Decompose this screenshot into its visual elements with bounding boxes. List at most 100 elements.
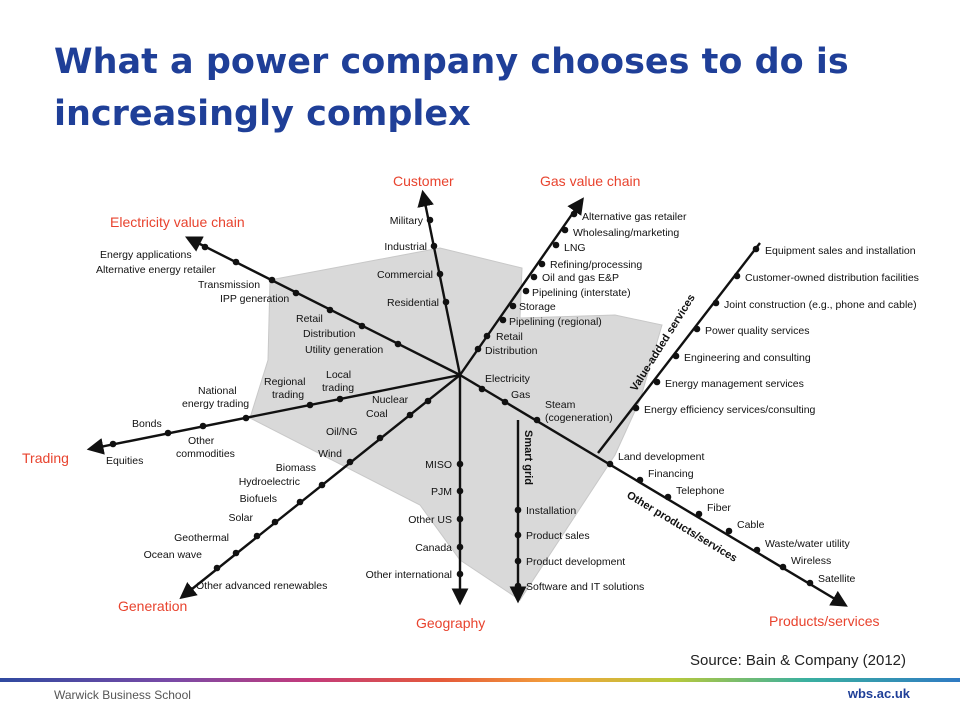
dot xyxy=(499,316,507,324)
dot xyxy=(653,378,661,386)
dot xyxy=(394,340,402,348)
dot xyxy=(109,440,117,448)
axis-title-gas: Gas value chain xyxy=(540,173,640,189)
item-label: LNG xyxy=(564,242,586,254)
item-label: Alternative gas retailer xyxy=(582,211,687,223)
item-label: Oil and gas E&P xyxy=(542,272,619,284)
dot xyxy=(336,395,344,403)
item-label: Fiber xyxy=(707,502,731,514)
item-label: Retail xyxy=(496,331,523,343)
footer-divider xyxy=(0,678,960,682)
dot xyxy=(326,306,334,314)
dot xyxy=(664,493,672,501)
item-label: PJM xyxy=(431,486,452,498)
dot xyxy=(164,429,172,437)
dot xyxy=(424,397,432,405)
item-label: Residential xyxy=(387,297,439,309)
value-chain-diagram: Customer Gas value chain Products/servic… xyxy=(22,173,919,631)
source-citation: Source: Bain & Company (2012) xyxy=(690,652,906,669)
item-label: Waste/water utility xyxy=(765,538,851,550)
axis-title-trading: Trading xyxy=(22,450,69,466)
dot xyxy=(514,557,522,565)
item-label: Oil/NG xyxy=(326,426,358,438)
item-label: Hydroelectric xyxy=(239,476,300,488)
dot xyxy=(552,241,560,249)
item-label: Solar xyxy=(228,512,253,524)
item-label: Energy applications xyxy=(100,249,192,261)
dot xyxy=(213,564,221,572)
dot xyxy=(456,487,464,495)
dot xyxy=(538,260,546,268)
dot xyxy=(474,345,482,353)
dot xyxy=(456,570,464,578)
dot xyxy=(436,270,444,278)
item-label: Pipelining (regional) xyxy=(509,316,602,328)
dot xyxy=(201,243,209,251)
dot xyxy=(533,416,541,424)
item-label: Cable xyxy=(737,519,765,531)
dot xyxy=(456,460,464,468)
dot xyxy=(501,398,509,406)
item-label: Canada xyxy=(415,542,452,554)
item-label: Military xyxy=(390,215,424,227)
dot xyxy=(306,401,314,409)
item-label: Ocean wave xyxy=(144,549,203,561)
dot xyxy=(672,352,680,360)
item-label: Geothermal xyxy=(174,532,229,544)
dot xyxy=(456,515,464,523)
item-label: Storage xyxy=(519,301,556,313)
item-label: Transmission xyxy=(198,279,260,291)
item-label: Software and IT solutions xyxy=(526,581,644,593)
item-label: Product development xyxy=(526,556,625,568)
axis-title-smartgrid: Smart grid xyxy=(522,430,534,485)
dot xyxy=(632,404,640,412)
item-label: Other international xyxy=(366,569,452,581)
dot xyxy=(268,276,276,284)
item-label: Joint construction (e.g., phone and cabl… xyxy=(724,299,917,311)
dot xyxy=(186,586,194,594)
item-label: Distribution xyxy=(485,345,538,357)
dot xyxy=(430,242,438,250)
item-label: Electricity xyxy=(485,373,531,385)
shaded-region xyxy=(249,247,663,601)
axis-title-other-products: Other products/services xyxy=(624,489,739,564)
dot xyxy=(292,289,300,297)
dot xyxy=(358,322,366,330)
item-label: Refining/processing xyxy=(550,259,642,271)
item-label: Gas xyxy=(511,389,530,401)
item-label: Product sales xyxy=(526,530,590,542)
item-label: Customer-owned distribution facilities xyxy=(745,272,919,284)
dot xyxy=(606,460,614,468)
dot xyxy=(509,302,517,310)
dot xyxy=(514,506,522,514)
item-label: Energy efficiency services/consulting xyxy=(644,404,816,416)
item-label: Nuclear xyxy=(372,394,409,406)
item-label: Commercial xyxy=(377,269,433,281)
dot xyxy=(406,411,414,419)
item-label: Equipment sales and installation xyxy=(765,245,916,257)
dot xyxy=(752,245,760,253)
dot xyxy=(514,531,522,539)
dot xyxy=(318,481,326,489)
item-label: Wind xyxy=(318,448,342,460)
axis-dots xyxy=(109,210,814,594)
dot xyxy=(376,434,384,442)
footer-school-name: Warwick Business School xyxy=(54,688,191,702)
dot xyxy=(636,476,644,484)
item-label: Installation xyxy=(526,505,576,517)
item-label: Utility generation xyxy=(305,344,383,356)
item-label: National xyxy=(198,385,237,397)
dot xyxy=(693,325,701,333)
dot xyxy=(232,549,240,557)
dot xyxy=(199,422,207,430)
item-label: energy trading xyxy=(182,398,249,410)
item-label: Equities xyxy=(106,455,143,467)
dot xyxy=(296,498,304,506)
dot xyxy=(561,226,569,234)
dot xyxy=(806,579,814,587)
dot xyxy=(712,299,720,307)
item-label: Industrial xyxy=(384,241,427,253)
axis-title-customer: Customer xyxy=(393,173,454,189)
item-label: commodities xyxy=(176,448,235,460)
dot xyxy=(725,527,733,535)
